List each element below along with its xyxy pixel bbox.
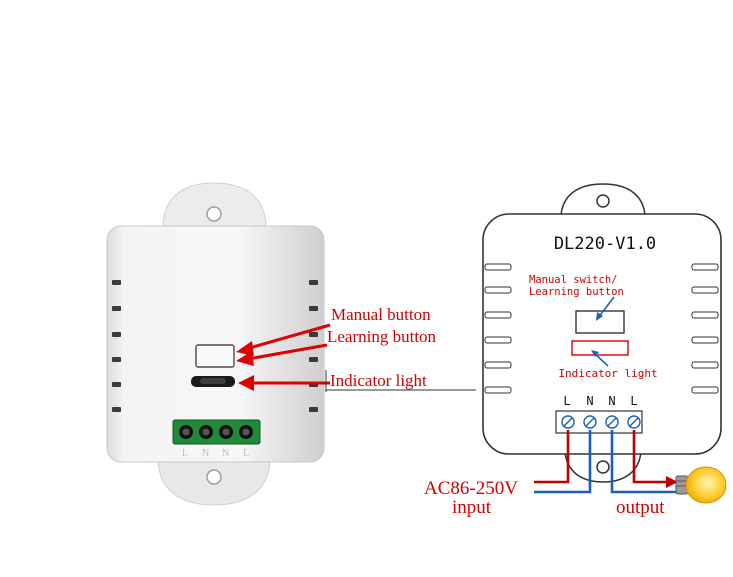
live-output-wire (632, 430, 668, 484)
diagram-terminal-block (555, 410, 643, 434)
output-label: output (616, 497, 665, 518)
wiring-diagram: DL220-V1.0 Manual switch/ Learning butto… (424, 183, 727, 518)
live-input-wire (534, 430, 570, 484)
model-label: DL220-V1.0 (554, 234, 656, 254)
diagram-bottom-hole (596, 460, 610, 474)
product-photo: L N N L Manual button Learning button In… (106, 182, 476, 506)
manual-button-label: Manual button (331, 305, 431, 324)
photo-terminal-block (172, 419, 261, 445)
diagram-manual-button[interactable] (575, 310, 625, 334)
photo-terminal-marks: L N N L (182, 448, 249, 459)
diagram-indicator-light (571, 340, 629, 356)
left-vents (112, 280, 121, 412)
indicator-light-label: Indicator light (330, 371, 427, 390)
light-bulb-icon (675, 466, 727, 504)
output-wires (610, 430, 676, 494)
photo-terminal-mark: N (222, 448, 229, 459)
learning-button-diagram-label: Learning button (529, 286, 624, 298)
diagram-left-vents (484, 263, 512, 394)
neutral-output-wire (610, 430, 676, 494)
terminal-label-n-out: N (608, 394, 615, 408)
top-mounting-ear (162, 182, 267, 229)
indicator-diagram-label: Indicator light (558, 367, 657, 380)
diagram-body (482, 213, 722, 455)
input-wires (534, 430, 592, 494)
terminal-label-l-in: L (563, 394, 570, 408)
input-label: input (452, 497, 492, 518)
right-vents (309, 280, 318, 412)
live-output-arrowhead (666, 476, 678, 488)
input-voltage-label: AC86-250V (424, 478, 518, 499)
terminal-label-n-in: N (586, 394, 593, 408)
photo-indicator-lens (200, 378, 226, 384)
photo-terminal-mark: N (202, 448, 209, 459)
photo-callout-arrows (236, 323, 331, 391)
photo-terminal-mark: L (182, 448, 188, 459)
photo-terminal-screws (179, 425, 253, 439)
switch-body (106, 225, 325, 463)
diagram-right-vents (691, 263, 719, 394)
neutral-input-wire (534, 430, 592, 494)
diagram-terminal-screws (561, 415, 641, 429)
manual-switch-label: Manual switch/ (529, 274, 618, 286)
photo-terminal-mark: L (243, 448, 249, 459)
diagram-top-hole (596, 194, 610, 208)
terminal-label-l-out: L (630, 394, 637, 408)
learning-button-label: Learning button (327, 327, 437, 346)
top-screw-hole (206, 206, 222, 222)
photo-manual-button[interactable] (195, 344, 235, 368)
bottom-screw-hole (206, 469, 222, 485)
